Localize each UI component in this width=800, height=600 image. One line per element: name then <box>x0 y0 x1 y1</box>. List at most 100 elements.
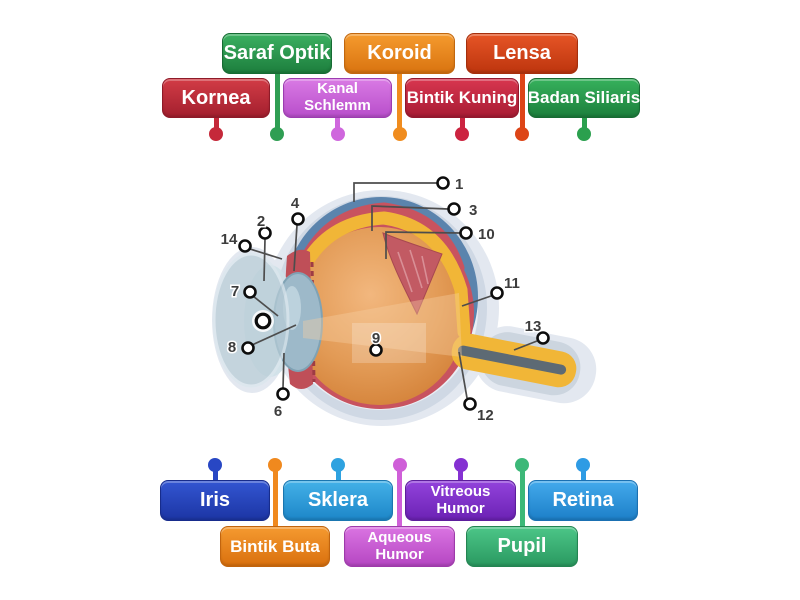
label-box: Kanal Schlemm <box>283 78 392 118</box>
draggable-label-badan-siliaris[interactable]: Badan Siliaris <box>528 78 640 141</box>
label-box: Badan Siliaris <box>528 78 640 118</box>
cornea <box>212 252 290 388</box>
leader-line-12 <box>458 351 468 399</box>
label-pin <box>392 458 407 472</box>
leader-line-13 <box>513 340 538 351</box>
label-pin <box>455 127 469 141</box>
label-pin <box>208 458 222 472</box>
draggable-label-kanal-schlemm[interactable]: Kanal Schlemm <box>283 78 392 141</box>
leader-line-10 <box>385 231 461 259</box>
leader-lines <box>249 182 538 399</box>
marker-6[interactable]: 6 <box>272 387 290 422</box>
svg-text:7: 7 <box>231 283 239 300</box>
svg-text:9: 9 <box>372 330 380 347</box>
label-box: Bintik Buta <box>220 526 330 567</box>
marker-4[interactable]: 4 <box>289 194 305 226</box>
eyeball-illustration <box>212 190 597 426</box>
connector-stem <box>458 465 463 480</box>
draggable-label-bintik-buta[interactable]: Bintik Buta <box>220 458 330 567</box>
label-pin <box>576 458 590 472</box>
label-pin <box>331 458 345 472</box>
draggable-label-bintik-kuning[interactable]: Bintik Kuning <box>405 78 519 141</box>
label-text: Bintik Buta <box>230 536 320 556</box>
svg-text:12: 12 <box>477 407 494 424</box>
svg-text:1: 1 <box>455 176 463 193</box>
answer-markers: 1 2 3 4 6 <box>219 175 550 426</box>
label-box: Vitreous Humor <box>405 480 516 521</box>
label-pin <box>577 127 591 141</box>
faint-label-box <box>352 323 426 363</box>
svg-text:2: 2 <box>257 213 265 230</box>
connector-stem <box>335 118 340 134</box>
leader-line-3 <box>371 205 449 231</box>
label-box: Iris <box>160 480 270 521</box>
label-text: Kanal Schlemm <box>304 80 371 114</box>
label-text: Badan Siliaris <box>527 88 641 108</box>
marker-9[interactable]: 9 <box>369 329 383 357</box>
leader-line-6 <box>282 352 285 389</box>
draggable-label-vitreous-humor[interactable]: Vitreous Humor <box>405 458 516 521</box>
svg-text:8: 8 <box>228 339 236 356</box>
label-pin <box>268 458 282 472</box>
label-box: Bintik Kuning <box>405 78 519 118</box>
leader-line-8 <box>251 324 297 346</box>
label-text: Iris <box>199 489 231 511</box>
label-box: Saraf Optik <box>222 33 332 74</box>
connector-stem <box>519 74 525 134</box>
draggable-label-aqueous-humor[interactable]: Aqueous Humor <box>344 458 455 567</box>
marker-3[interactable]: 3 <box>447 201 479 221</box>
label-box: Kornea <box>162 78 270 118</box>
label-box: Aqueous Humor <box>344 526 455 567</box>
leader-line-11 <box>461 295 492 307</box>
label-text: Saraf Optik <box>223 42 331 64</box>
marker-14[interactable]: 14 <box>219 230 252 253</box>
connector-stem <box>212 465 218 480</box>
svg-text:11: 11 <box>504 275 520 292</box>
svg-text:14: 14 <box>221 231 238 248</box>
marker-8[interactable]: 8 <box>226 338 255 358</box>
connector-stem <box>272 465 278 526</box>
label-box: Retina <box>528 480 638 521</box>
marker-11[interactable]: 11 <box>490 274 521 300</box>
retina-cut-edge <box>290 211 471 339</box>
marker-10[interactable]: 10 <box>459 225 496 245</box>
draggable-label-retina[interactable]: Retina <box>528 458 638 521</box>
nerve-core-stripe <box>457 345 567 375</box>
draggable-label-pupil[interactable]: Pupil <box>466 458 578 567</box>
draggable-label-iris[interactable]: Iris <box>160 458 270 521</box>
svg-text:13: 13 <box>525 318 542 335</box>
muscle-striations <box>397 249 429 293</box>
label-text: Retina <box>552 489 614 511</box>
draggable-label-saraf-optik[interactable]: Saraf Optik <box>222 33 332 141</box>
label-text: Lensa <box>493 42 551 64</box>
connector-stem <box>397 465 402 526</box>
leader-line-2 <box>263 238 266 282</box>
label-text: Pupil <box>497 535 547 557</box>
draggable-label-koroid[interactable]: Koroid <box>344 33 455 141</box>
connector-stem <box>519 465 525 526</box>
draggable-label-sklera[interactable]: Sklera <box>283 458 393 521</box>
marker-5-unnumbered[interactable] <box>252 310 274 332</box>
label-box: Pupil <box>466 526 578 567</box>
draggable-label-kornea[interactable]: Kornea <box>162 78 270 141</box>
label-pin <box>515 458 529 472</box>
svg-text:6: 6 <box>274 403 282 420</box>
leader-line-7 <box>252 295 279 317</box>
draggable-label-lensa[interactable]: Lensa <box>466 33 578 141</box>
marker-1[interactable]: 1 <box>436 175 465 195</box>
marker-12[interactable]: 12 <box>463 397 495 426</box>
label-pin <box>270 127 284 141</box>
svg-text:10: 10 <box>478 226 495 243</box>
marker-13[interactable]: 13 <box>523 317 550 345</box>
connector-stem <box>335 465 341 480</box>
label-text: Sklera <box>307 489 369 511</box>
label-pin <box>515 127 529 141</box>
leader-line-1 <box>353 182 437 202</box>
marker-7[interactable]: 7 <box>229 282 257 302</box>
connector-stem <box>459 118 465 134</box>
label-box: Sklera <box>283 480 393 521</box>
label-pin <box>453 458 468 472</box>
marker-2[interactable]: 2 <box>255 212 272 240</box>
label-text: Kornea <box>181 86 251 109</box>
